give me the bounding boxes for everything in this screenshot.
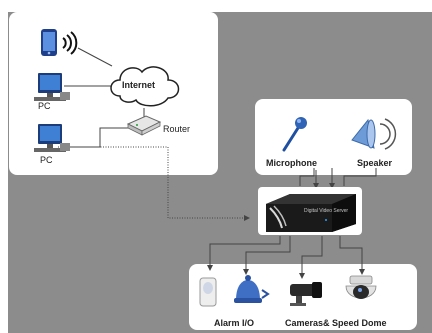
dvr-face-text: Digital Video Server <box>304 208 349 214</box>
router-pc2-link <box>60 127 132 148</box>
cameras-label: Cameras& Speed Dome <box>285 318 387 328</box>
router-label: Router <box>163 124 191 134</box>
alarm-sensor-link <box>207 236 281 271</box>
alarm-bell-icon <box>234 275 270 303</box>
phone-internet-link <box>77 47 113 67</box>
speaker-dvr-link-2 <box>343 168 377 186</box>
speed-dome-link <box>339 236 365 275</box>
pc-dvr-link <box>58 146 250 221</box>
microphone-label: Microphone <box>266 158 317 168</box>
alarm-bell-link <box>243 236 291 275</box>
network-connections <box>58 47 250 221</box>
alarm-label: Alarm I/O <box>214 318 255 328</box>
pc-label: PC <box>40 155 53 165</box>
left-margin <box>0 0 8 333</box>
phone-icon <box>41 29 57 56</box>
bullet-camera-link <box>299 236 323 279</box>
top-margin <box>0 0 432 12</box>
audio-connections <box>299 168 377 189</box>
audio-panel <box>255 99 412 175</box>
wifi-icon <box>62 31 78 55</box>
router-icon <box>126 115 162 136</box>
pc-icon <box>34 124 70 152</box>
microphone-icon <box>282 117 307 152</box>
dvr-icon <box>258 187 362 235</box>
alarm-sensor-icon <box>199 277 217 307</box>
pc-icon <box>34 73 70 101</box>
speaker-label: Speaker <box>357 158 393 168</box>
pc-label: PC <box>38 101 51 111</box>
speaker-icon <box>351 118 397 150</box>
mic-dvr-link <box>299 168 315 186</box>
device-connections <box>207 236 365 279</box>
internet-cloud-icon <box>110 66 180 107</box>
internet-label: Internet <box>122 80 156 90</box>
bullet-camera-icon <box>290 282 322 306</box>
speed-dome-icon <box>345 275 377 299</box>
